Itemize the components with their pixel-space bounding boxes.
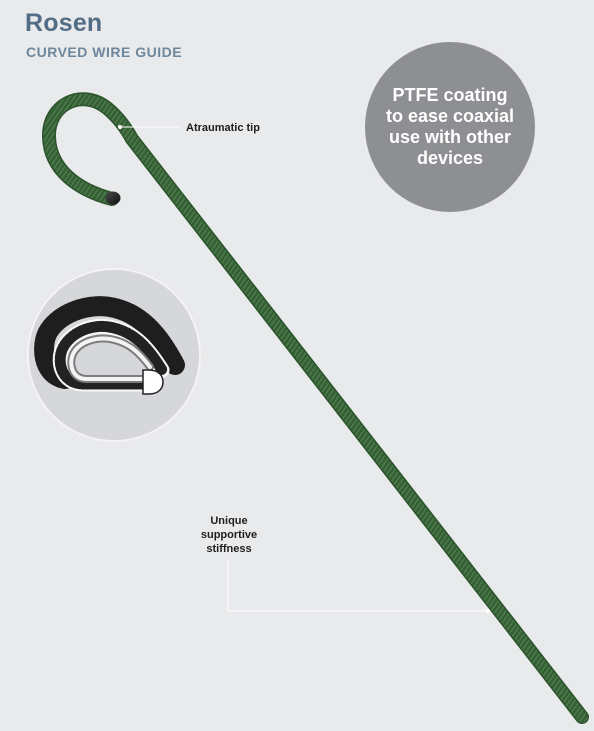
wire-texture [43, 93, 588, 723]
supportive-stiffness-callout: Unique supportive stiffness [200, 515, 258, 555]
coil-detail-inset [27, 268, 201, 442]
tip-leader-dot [118, 125, 122, 129]
detail-tip-bead [142, 369, 164, 395]
product-title: Rosen [25, 9, 103, 37]
coil-detail-illustration [29, 270, 199, 440]
stiffness-leader-dot [486, 609, 490, 613]
atraumatic-tip-callout: Atraumatic tip [186, 122, 260, 134]
product-subtitle: CURVED WIRE GUIDE [26, 44, 183, 60]
ptfe-coating-badge: PTFE coating to ease coaxial use with ot… [365, 42, 535, 212]
ptfe-coating-text: PTFE coating to ease coaxial use with ot… [385, 85, 515, 168]
wire-tip [105, 191, 121, 205]
